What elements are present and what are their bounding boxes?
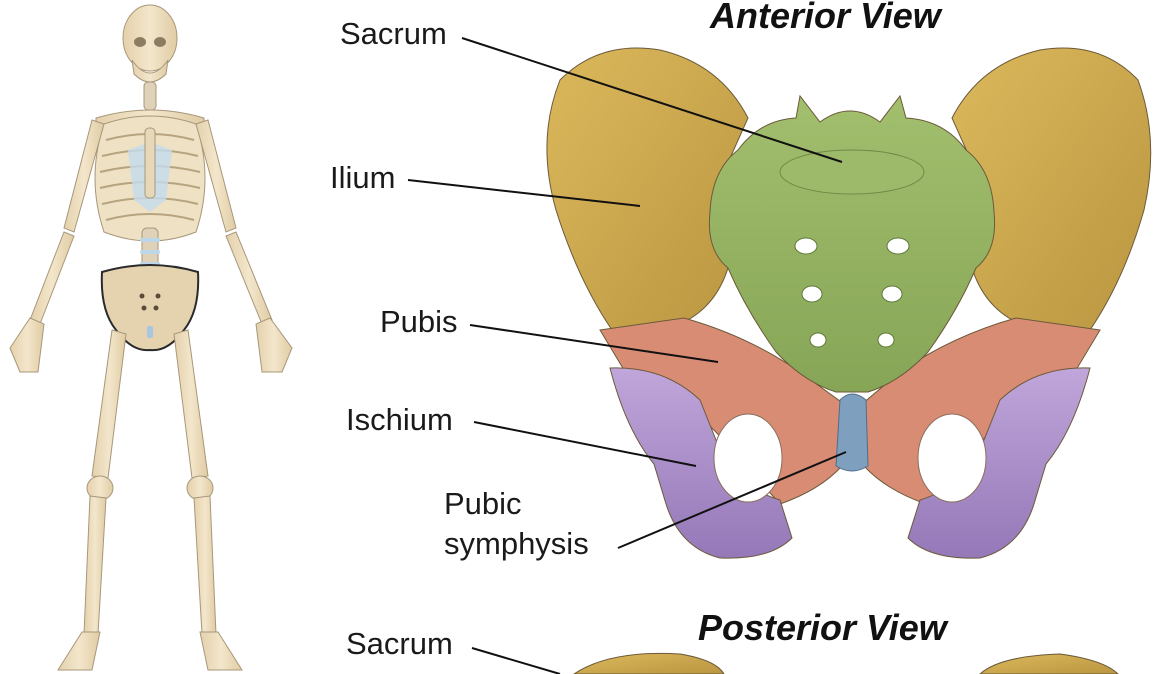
posterior-pelvis [573,652,1119,674]
ischium-left [609,367,793,559]
leader-pubic-symphysis [617,451,847,549]
sacral-foramina [794,237,910,348]
label-pubis: Pubis [380,304,458,339]
leader-ilium [407,179,641,207]
skull [122,4,178,72]
sternum [144,127,156,199]
skeleton-pelvis-highlight [100,264,200,352]
leader-ischium [473,421,697,467]
left-hand [9,317,45,373]
left-forearm [29,231,75,325]
posterior-ilium-left [573,652,725,674]
right-tibia [193,495,217,635]
right-hand [255,317,293,373]
leader-sacrum-posterior [471,647,561,674]
ilium-right [951,47,1152,331]
right-forearm [225,231,273,325]
sacral-promontory [779,149,925,195]
leader-sacrum [461,37,843,163]
right-foot [199,631,243,671]
left-foot [57,631,101,671]
label-pubic-symphysis-line1: Pubic [444,486,522,521]
leader-pubis [469,324,719,363]
posterior-view-title: Posterior View [698,607,949,648]
jaw [131,59,169,83]
obturator-foramen-right [917,413,987,503]
posterior-ilium-right [979,653,1119,674]
left-femur [91,329,127,479]
leader-lines [407,37,847,674]
label-pubic-symphysis-line2: symphysis [444,526,589,561]
label-ischium: Ischium [346,402,453,437]
label-sacrum: Sacrum [340,16,447,51]
eye-socket-left [134,37,146,47]
obturator-foramen-left [713,413,783,503]
label-ilium: Ilium [330,160,395,195]
ischium-right [907,367,1091,559]
pubic-symphysis [835,393,869,472]
right-upper-arm [195,119,237,233]
cervical-spine [143,81,157,111]
eye-socket-right [154,37,166,47]
skeleton-figure [9,4,293,671]
ilium-left [546,47,749,331]
right-femur [173,329,209,479]
anterior-view-title: Anterior View [709,0,943,36]
label-sacrum-posterior: Sacrum [346,626,453,661]
left-upper-arm [63,119,105,233]
left-tibia [83,495,107,635]
anterior-pelvis [546,47,1152,559]
